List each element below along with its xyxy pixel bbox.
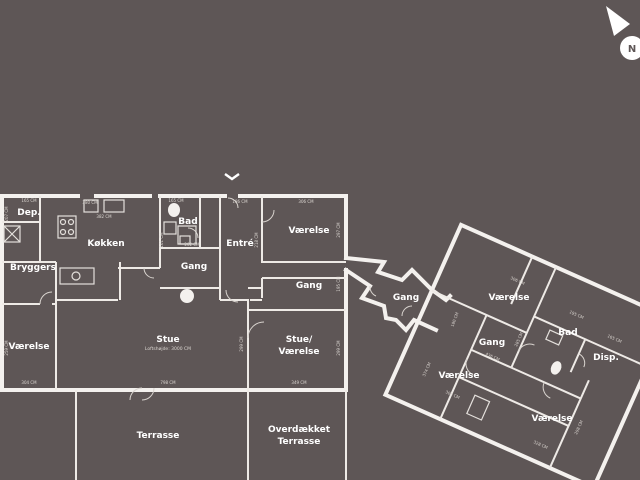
compass: N: [606, 6, 640, 60]
dim-gang-right-v: 195 CM: [336, 276, 341, 292]
annex-toilet-icon: [550, 361, 562, 375]
dim-vaerelse-left: 304 CM: [21, 380, 37, 385]
counter-icon: [103, 199, 125, 213]
annex-closet: [466, 394, 491, 421]
room-gang-mid: Gang: [181, 262, 207, 272]
dim-entre-v: 218 CM: [254, 232, 259, 248]
dim-annex-left-v: 374 CM: [421, 361, 432, 377]
entrance-arrow-icon: [224, 173, 240, 181]
room-gang-right: Gang: [296, 281, 322, 291]
stove-icon: [57, 215, 77, 239]
dim-stue-vaerelse-v: 299 CM: [336, 340, 341, 356]
room-kokken: Køkken: [87, 239, 124, 249]
sink-icon: [83, 199, 99, 213]
dim-annex-gang-v: 285 CM: [513, 331, 524, 347]
toilet-icon: [168, 203, 180, 217]
annex-room-vaerelse-top: Værelse: [489, 293, 530, 303]
fixtures: [3, 199, 197, 303]
compass-circle-icon: [620, 36, 640, 60]
dim-dep: 165 CM: [21, 198, 37, 203]
annex: [382, 222, 640, 480]
dim-stue: 798 CM: [160, 380, 176, 385]
room-stue: Stue: [156, 335, 179, 345]
dim-link-v: 180 CM: [450, 311, 460, 327]
dim-bad-2: 202 CM: [184, 242, 200, 247]
dim-annex-bottom: 328 CM: [533, 439, 549, 450]
annex-sink-icon: [545, 329, 564, 346]
dim-annex-bad: 195 CM: [569, 309, 585, 320]
kitchen-counter: [59, 267, 95, 285]
terraces: [75, 390, 347, 480]
room-overdaekket-line2: Terrasse: [278, 437, 321, 447]
dim-kokken-1: 380 CM: [82, 200, 98, 205]
annex-room-bad: Bad: [558, 328, 577, 338]
dim-annex-top: 306 CM: [510, 275, 526, 286]
doors: [39, 197, 275, 401]
dim-kokken-2: 382 CM: [96, 214, 112, 219]
annex-room-vaerelse-bottom: Værelse: [532, 414, 573, 424]
room-stue-vaerelse-line2: Værelse: [279, 347, 320, 357]
washer-icon: [3, 225, 21, 243]
room-vaerelse-top-right: Værelse: [289, 226, 330, 236]
room-vaerelse-left: Værelse: [9, 342, 50, 352]
dim-annex-bottom-v: 298 CM: [573, 419, 584, 435]
room-stue-vaerelse-line1: Stue/: [286, 335, 313, 345]
dim-dep-v: 207 CM: [4, 206, 9, 222]
kitchen-sink-icon: [71, 271, 81, 281]
room-terrasse: Terrasse: [137, 431, 180, 441]
compass-letter: N: [628, 44, 636, 55]
annex-room-gang: Gang: [479, 338, 505, 348]
dim-annex-left: 306 CM: [445, 389, 461, 400]
dim-bad-1: 165 CM: [168, 198, 184, 203]
dim-vaerelse-tr: 306 CM: [298, 199, 314, 204]
annex-outer-wall: [382, 222, 640, 480]
dim-entre: 186 CM: [232, 199, 248, 204]
stue-ceiling-height: Loftshøjde: 3000 CM: [145, 346, 191, 352]
room-bad: Bad: [178, 217, 197, 227]
room-dep: Dep.: [17, 208, 40, 218]
link-corridor: [343, 255, 453, 333]
compass-needle-icon: [606, 6, 630, 36]
room-entre: Entré: [226, 238, 253, 249]
dim-vaerelse-tr-v: 297 CM: [336, 222, 341, 238]
room-overdaekket-line1: Overdækket: [268, 425, 331, 435]
main-house-interior-walls: [2, 196, 346, 390]
bath-sink-icon: [163, 221, 177, 235]
dim-annex-gang: 436 CM: [485, 351, 501, 362]
room-gang-link: Gang: [393, 293, 419, 303]
shower-icon: [177, 225, 197, 245]
dim-annex-disp: 165 CM: [607, 333, 623, 344]
stove-round-icon: [180, 289, 194, 303]
dim-stue-v: 299 CM: [239, 336, 244, 352]
annex-room-disp: Disp.: [593, 353, 619, 363]
room-bryggers: Bryggers: [10, 263, 56, 273]
annex-room-vaerelse-left: Værelse: [439, 371, 480, 381]
dim-vaerelse-left-v: 259 CM: [4, 340, 9, 356]
dim-stue-vaerelse: 349 CM: [291, 380, 307, 385]
dim-bad-3: 161 CM: [159, 232, 164, 248]
